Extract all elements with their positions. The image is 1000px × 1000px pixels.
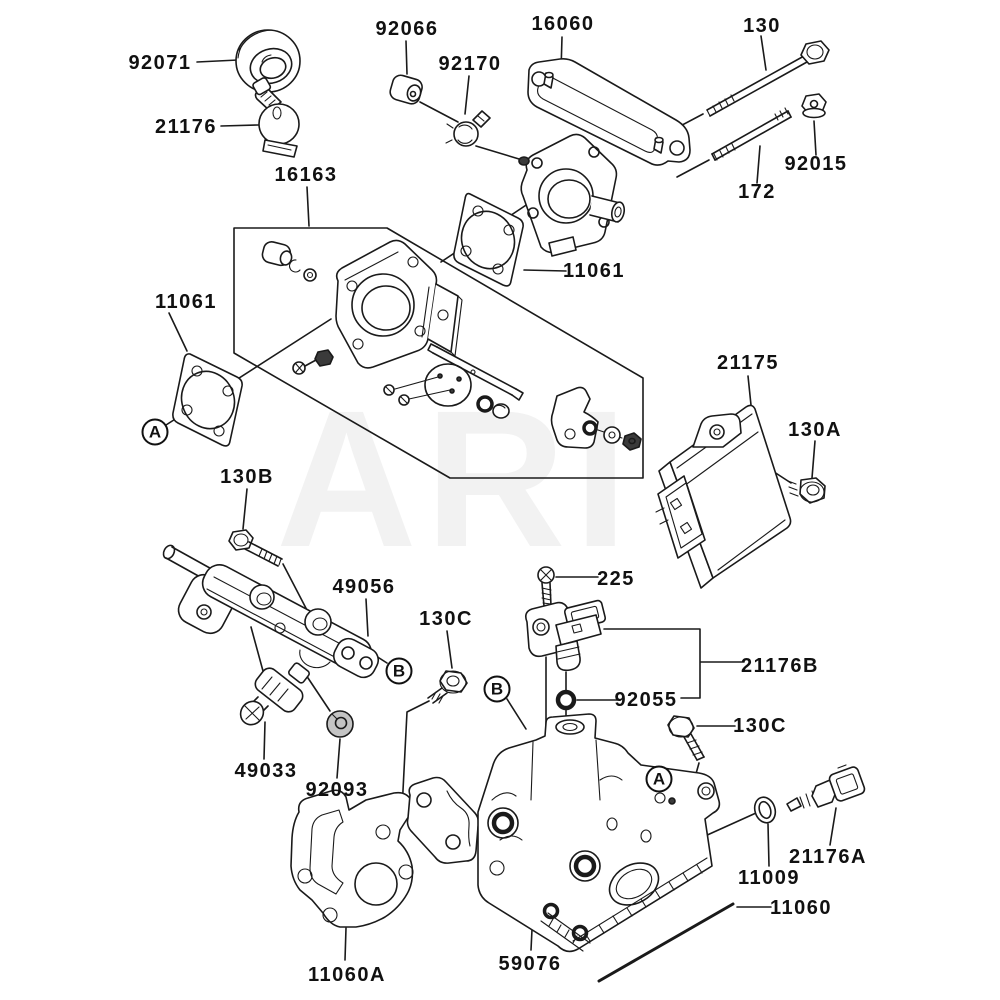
part-59076-manifold — [406, 713, 721, 953]
part-130-bolt — [706, 40, 830, 117]
part-21176B-map-sensor — [525, 599, 607, 672]
part-92170-clamp — [445, 110, 491, 147]
part-130A-bolt — [787, 477, 826, 504]
part-225-screw — [537, 566, 555, 607]
part-130C-bolt-left — [427, 670, 468, 704]
part-11061-gasket-right — [453, 192, 524, 287]
part-172-stud — [711, 107, 792, 161]
part-11009-oring — [753, 796, 777, 824]
part-49056-fuel-rail — [162, 544, 380, 679]
part-21176-sensor — [252, 77, 300, 158]
part-92015-nut — [801, 93, 827, 119]
part-21176A-temp-sensor — [786, 764, 866, 812]
part-16060-holder — [518, 58, 691, 257]
part-11060-gasket — [597, 902, 735, 983]
part-16163-throttle-body — [261, 239, 642, 451]
part-92055-oring — [555, 689, 577, 711]
part-130C-bolt-right — [667, 715, 705, 761]
part-11060A-gasket — [290, 789, 414, 928]
part-11061-gasket-left — [172, 353, 243, 447]
alignment-lines — [165, 101, 792, 875]
part-92071-cap — [235, 29, 301, 93]
part-16163-assembly-box — [233, 227, 644, 479]
part-130B-bolt — [228, 529, 283, 567]
part-49033-injector — [239, 662, 310, 726]
part-92093-seal — [326, 710, 354, 738]
part-21175-control-unit — [655, 404, 792, 589]
part-92066-bushing — [389, 74, 423, 105]
